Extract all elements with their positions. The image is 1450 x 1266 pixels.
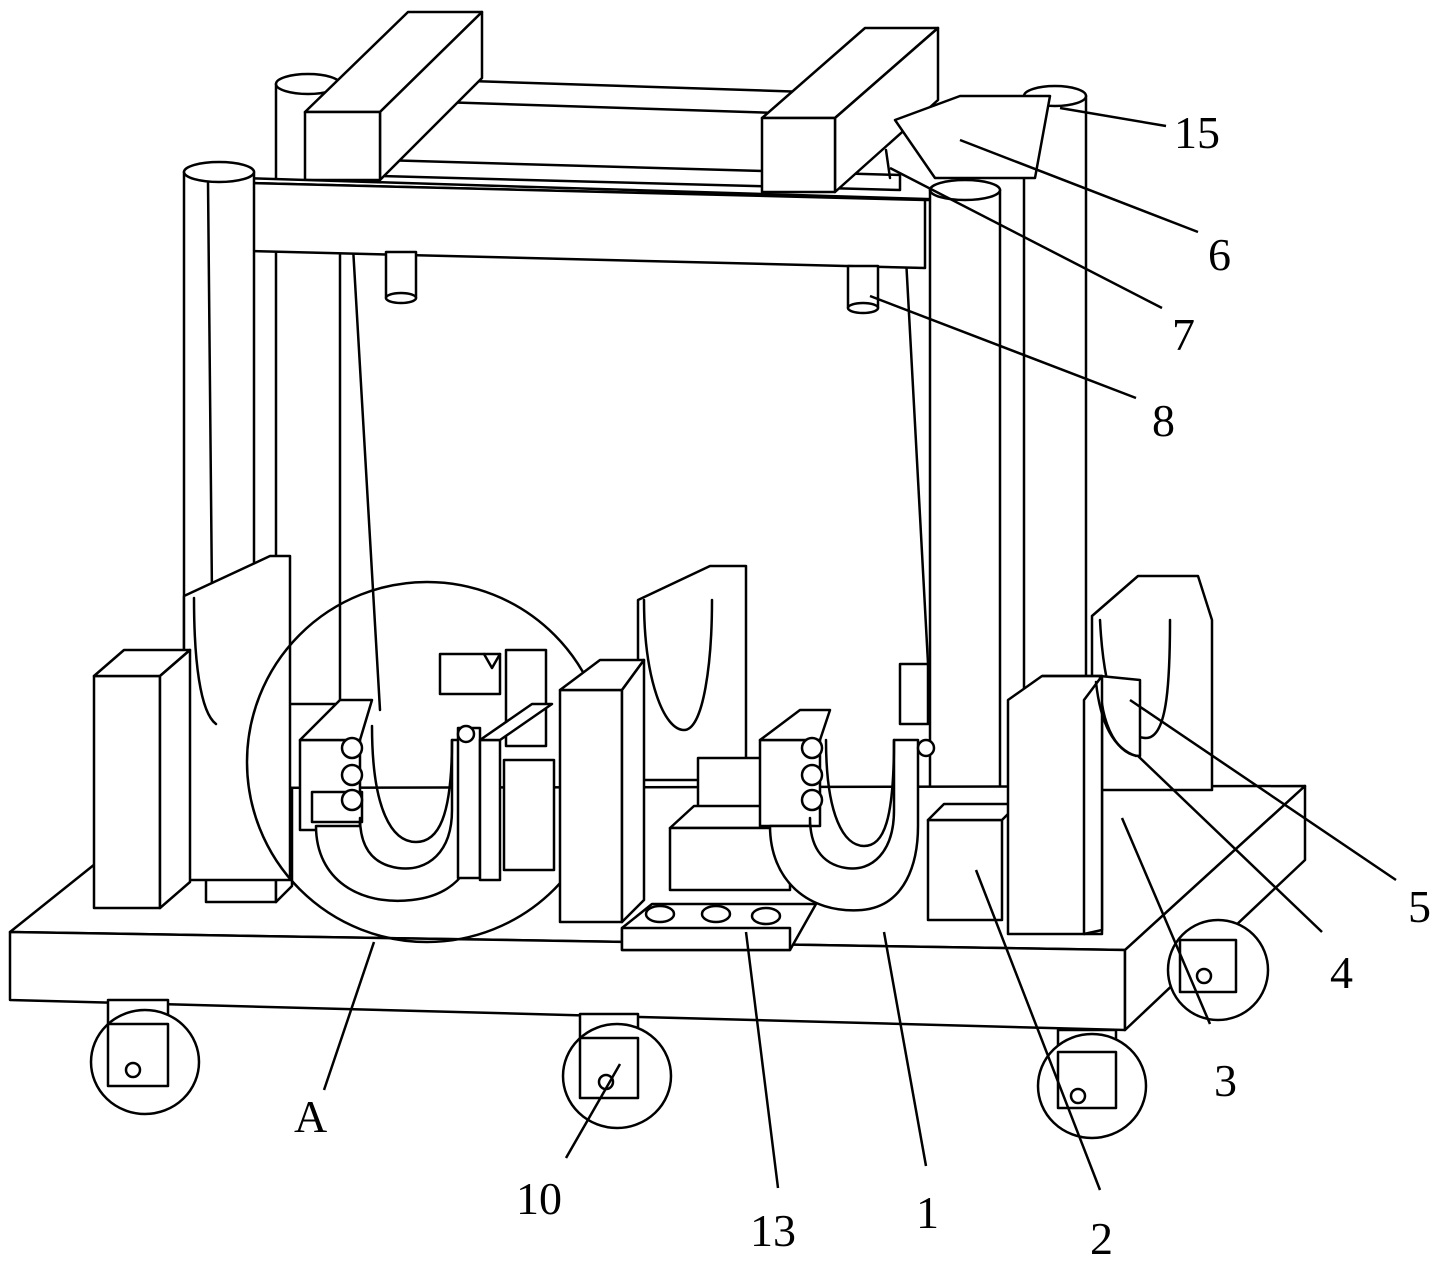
middle-rear-u-block [636,564,748,782]
label-8: 8 [1152,395,1175,446]
label-6: 6 [1208,229,1231,280]
front-right-column [928,178,1002,822]
wheel-front-left [89,998,201,1116]
wheel-front-middle [561,1012,673,1130]
crossbar-right-block [760,26,940,194]
back-right-column [1022,84,1088,698]
crossbar-left-block [303,10,484,182]
inner-guide-rods [350,228,932,712]
part-3-right-front-block [1006,674,1142,936]
label-10: 10 [516,1173,562,1224]
leader-lines [322,106,1397,1191]
label-5: 5 [1408,881,1431,932]
reference-labels: 15 6 7 8 5 4 3 2 1 13 10 A [294,107,1431,1264]
part-13-control-panel [620,902,818,952]
label-1: 1 [916,1187,939,1238]
part-8-hanging-rods [384,250,880,315]
label-a: A [294,1091,327,1142]
label-13: 13 [750,1205,796,1256]
wheel-back-right [1166,918,1270,1022]
label-4: 4 [1330,947,1353,998]
label-15: 15 [1174,107,1220,158]
left-front-block [92,648,192,910]
part-6-top-plate [893,94,1052,180]
left-rear-support [182,554,292,882]
wheel-front-right [1036,1028,1148,1140]
middle-front-block [558,658,646,924]
label-7: 7 [1172,309,1195,360]
left-clamp-assembly [298,648,556,903]
label-3: 3 [1214,1055,1237,1106]
right-clamp-assembly [758,662,936,912]
label-2: 2 [1090,1213,1113,1264]
